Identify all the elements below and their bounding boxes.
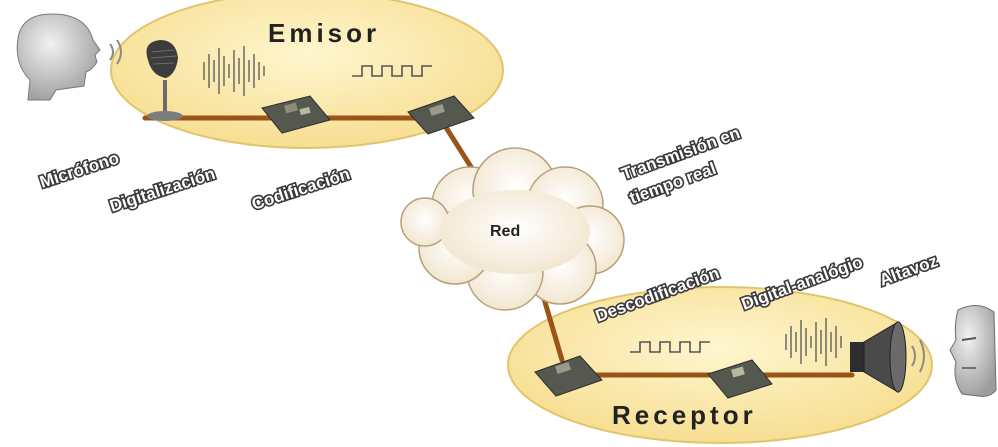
decoder-board-icon bbox=[534, 355, 603, 397]
sender-head-icon bbox=[16, 13, 101, 101]
encoder-board-icon bbox=[407, 95, 475, 135]
receiver-title: Receptor bbox=[612, 400, 757, 430]
sender-title: Emisor bbox=[268, 18, 380, 48]
digital-signal-icon bbox=[352, 65, 432, 77]
received-digital-signal-icon bbox=[630, 341, 710, 353]
sender-zone bbox=[110, 0, 504, 149]
label-speaker: Altavoz bbox=[877, 251, 940, 290]
receiver-head-icon bbox=[949, 305, 997, 397]
speaker-waves-icon bbox=[911, 339, 925, 373]
sound-waves-icon bbox=[109, 39, 122, 65]
label-network: Red bbox=[490, 223, 520, 240]
analog-waveform-icon bbox=[203, 46, 265, 96]
label-microphone: Micrófono bbox=[37, 148, 121, 191]
network-cloud-icon bbox=[400, 147, 625, 311]
label-digitization: Digitalización bbox=[107, 164, 217, 216]
microphone-icon bbox=[146, 40, 183, 121]
label-coding: Codificación bbox=[249, 164, 352, 214]
received-analog-waveform-icon bbox=[785, 318, 842, 366]
speaker-icon bbox=[850, 321, 907, 393]
digitizer-board-icon bbox=[261, 95, 331, 134]
dac-board-icon bbox=[707, 359, 773, 399]
